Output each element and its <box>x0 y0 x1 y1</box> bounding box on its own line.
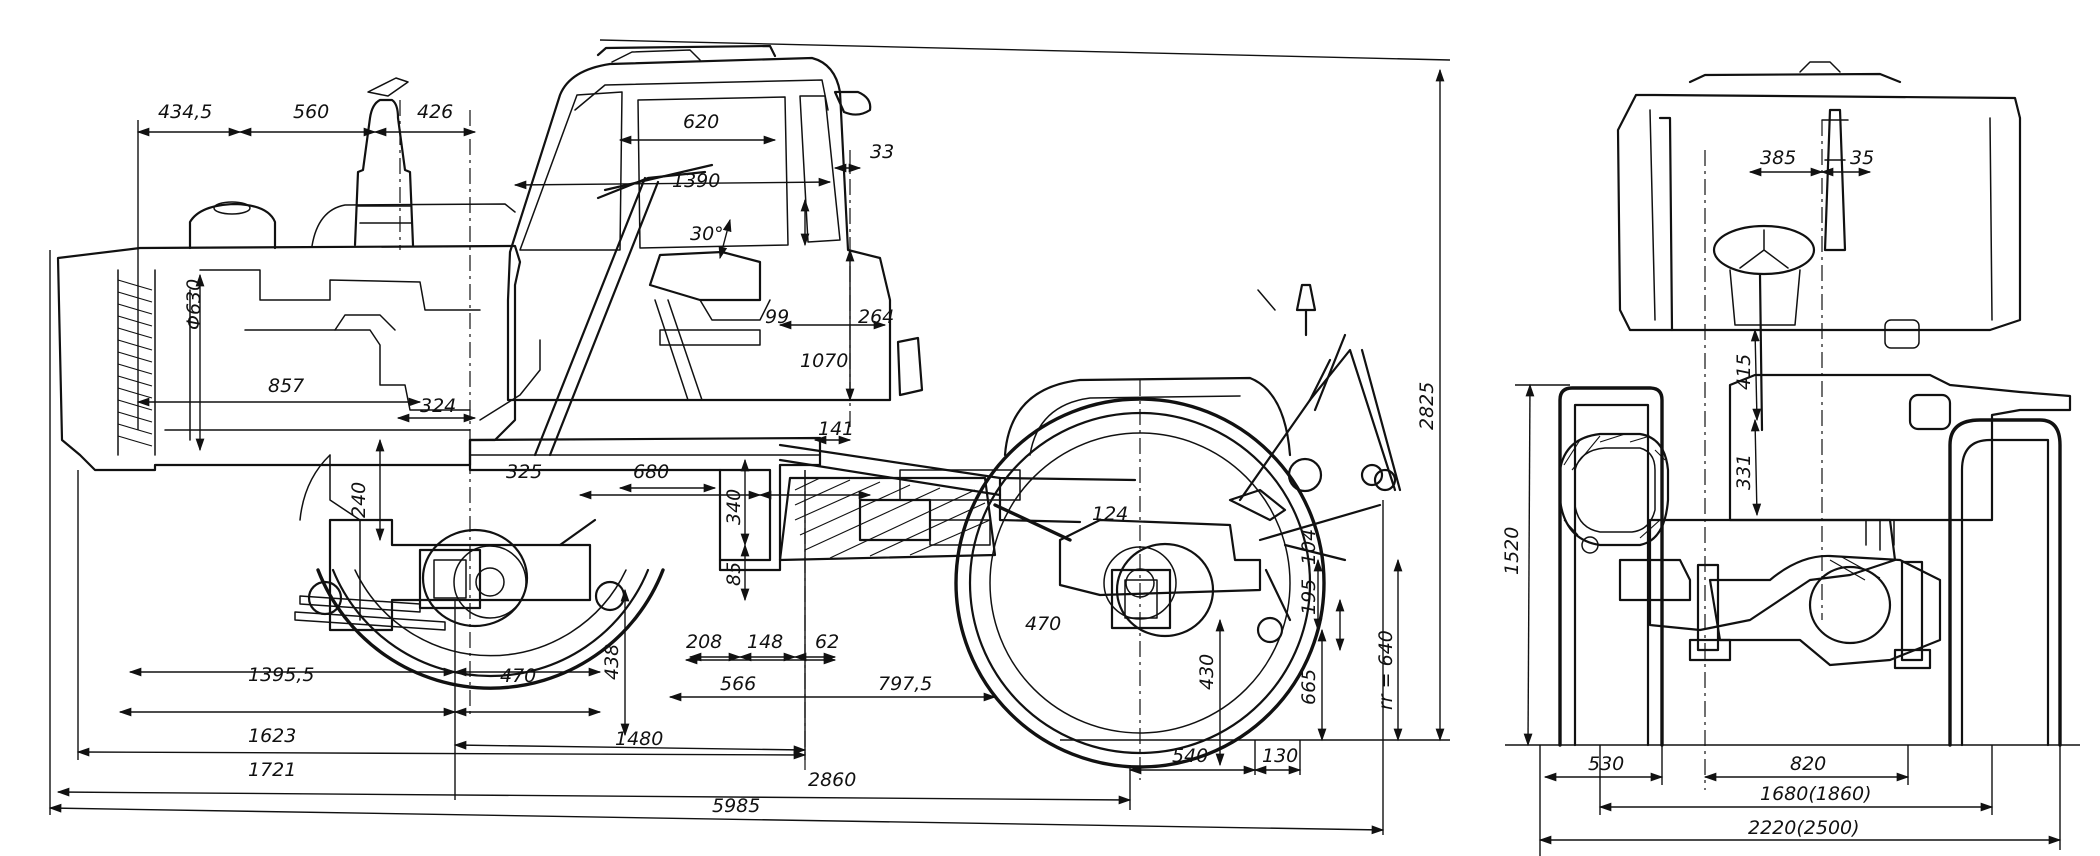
dim-hood-front: 434,5 <box>158 101 212 123</box>
dim-cab-length: 1390 <box>672 170 720 192</box>
hitch-linkage <box>1228 283 1402 644</box>
dim-rear-wheel-r: 470 <box>500 665 536 687</box>
air-filter <box>188 201 277 250</box>
side-dimension-labels: 434,5 560 426 620 1390 33 30° 99 264 107… <box>158 101 1438 817</box>
dim-cab-floor: 1070 <box>800 350 848 372</box>
front-view: 385 35 415 331 1520 530 820 1680(1860) 2… <box>1501 61 2080 856</box>
gearbox-housing <box>778 469 1072 562</box>
dim-front-axle-to-pivot: 1623 <box>248 725 296 747</box>
dim-pivot-low: 85 <box>723 562 745 586</box>
bonnet <box>1003 376 1292 457</box>
exhaust-stack <box>353 77 415 247</box>
front-dimension-lines <box>1505 120 2080 856</box>
dim-frame-height: 240 <box>348 482 370 518</box>
dim-rear-540: 540 <box>1172 745 1208 767</box>
dim-shaft-b: 148 <box>747 631 783 653</box>
fuel-line <box>479 339 541 421</box>
hood-top-ridge <box>311 203 516 247</box>
dim-cab-roof: 620 <box>683 111 719 133</box>
dim-wheelbase: 2860 <box>808 769 856 791</box>
dim-overall-height: 2825 <box>1416 382 1438 430</box>
dim-hood-mid: 560 <box>293 101 329 123</box>
cab <box>506 44 924 457</box>
dim-shaft-a: 208 <box>686 631 722 653</box>
dim-link-195: 195 <box>1298 579 1320 615</box>
rear-wheel-hub-detail <box>329 454 361 621</box>
dim-tyre-width: 530 <box>1588 753 1624 775</box>
dim-wheel-tilt: 30° <box>690 223 724 245</box>
dim-lever-offset: 35 <box>1850 147 1874 169</box>
dim-height-1520: 1520 <box>1501 527 1523 575</box>
dim-hitch-offset: 141 <box>818 418 854 440</box>
dim-front-bumper: 1721 <box>248 759 296 781</box>
dim-upper-415: 415 <box>1733 354 1755 390</box>
dim-center-to-edge: 820 <box>1790 753 1826 775</box>
dim-link-104: 104 <box>1298 529 1320 565</box>
dim-rear-130: 130 <box>1262 745 1298 767</box>
engine-block <box>56 244 522 472</box>
dim-clearance-front: 438 <box>601 644 623 680</box>
dim-lower-331: 331 <box>1733 454 1755 490</box>
dim-pivot-height: 340 <box>723 489 745 525</box>
dim-gearbox-offset: 324 <box>420 395 456 417</box>
dim-overall-width: 2220(2500) <box>1748 817 1860 839</box>
dim-front-overhang: 1395,5 <box>248 664 314 686</box>
dim-cab-offset: 33 <box>870 141 894 163</box>
tyre-section <box>1558 432 1670 547</box>
dim-gearbox-span: 680 <box>633 461 669 483</box>
dim-seat-to-rear: 264 <box>858 306 894 328</box>
dim-hood-rear: 426 <box>417 101 453 123</box>
dim-rear-axle-angle: 124 <box>1092 503 1128 525</box>
dim-engine-length: 857 <box>268 375 304 397</box>
dim-clearance-rear: 430 <box>1196 654 1218 690</box>
dim-shaft-c: 62 <box>815 631 839 653</box>
dim-air-filter-dia: Φ630 <box>183 279 205 330</box>
dim-seat-height: 99 <box>765 306 789 328</box>
dim-link-665: 665 <box>1298 669 1320 705</box>
chassis-frame <box>468 436 1137 572</box>
dim-shaft-e: 797,5 <box>878 673 932 695</box>
rear-axle <box>294 518 626 632</box>
dim-front-wheel-r: 470 <box>1025 613 1061 635</box>
dim-shaft-d: 566 <box>720 673 756 695</box>
dim-gear-lever: 325 <box>506 461 542 483</box>
side-view: 434,5 560 426 620 1390 33 30° 99 264 107… <box>48 39 1451 835</box>
radiator-grille <box>117 269 156 456</box>
dim-pivot-to-rear: 1480 <box>615 728 663 750</box>
dim-track: 1680(1860) <box>1760 783 1872 805</box>
dim-overall-length: 5985 <box>712 795 760 817</box>
dim-wheel-to-lever: 385 <box>1760 147 1796 169</box>
front-axle <box>1058 518 1262 638</box>
front-dimension-labels: 385 35 415 331 1520 530 820 1680(1860) 2… <box>1501 147 1874 839</box>
dim-rolling-radius: rr = 640 <box>1375 630 1397 710</box>
side-dimension-lines <box>48 39 1451 835</box>
